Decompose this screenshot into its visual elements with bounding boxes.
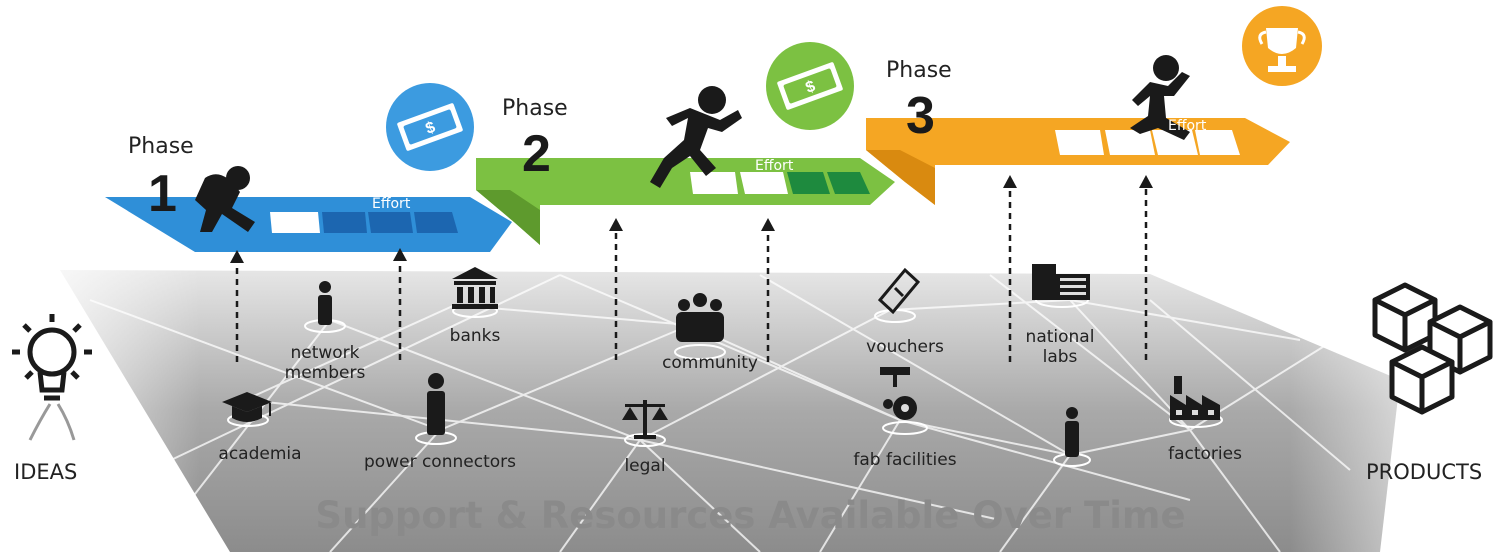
phase-1-label: Phase [128, 134, 194, 159]
banks-label: banks [449, 326, 501, 346]
factories-label: factories [1168, 444, 1242, 464]
phase-2-label: Phase [502, 96, 568, 121]
ideas-label: IDEAS [14, 460, 78, 484]
crouching-runner-icon [195, 166, 255, 232]
national-labs-label: national labs [1025, 327, 1095, 367]
scales-icon [622, 400, 668, 439]
person-icon [1065, 407, 1079, 457]
voucher-ticket-icon [877, 267, 921, 315]
sprinting-runner-icon [650, 86, 742, 188]
support-arrows [235, 187, 1148, 362]
phase-2-platform [476, 158, 895, 245]
vouchers-label: vouchers [866, 337, 944, 357]
lightbulb-icon [12, 314, 92, 441]
person-icon [318, 281, 332, 325]
phase-1-number: 1 [148, 165, 177, 223]
footer-caption: Support & Resources Available Over Time [315, 494, 1186, 537]
resource-ground-plane [0, 260, 1501, 552]
money-icon: $ [766, 42, 854, 130]
phase-2-effort-label: Effort [755, 158, 794, 174]
phase-3-effort-label: Effort [1168, 118, 1207, 134]
crowd-icon [676, 293, 724, 342]
factory-icon [1170, 376, 1220, 420]
cubes-icon [1372, 282, 1493, 415]
running-runner-icon [1130, 55, 1190, 140]
legal-label: legal [624, 456, 666, 476]
phase-2-number: 2 [522, 125, 551, 183]
drill-gear-icon [880, 367, 917, 420]
money-icon: $ [386, 83, 474, 171]
support-arrowheads [230, 175, 1153, 263]
academia-label: academia [218, 444, 302, 464]
power-connectors-label: power connectors [364, 452, 516, 472]
fab-facilities-label: fab facilities [853, 450, 957, 470]
phase-1-effort-label: Effort [372, 196, 411, 212]
products-label: PRODUCTS [1366, 460, 1483, 484]
person-icon [427, 373, 445, 435]
phase-3-number: 3 [906, 87, 935, 145]
community-label: community [662, 353, 758, 373]
bank-icon [452, 267, 498, 309]
phase-3-label: Phase [886, 58, 952, 83]
graduation-cap-icon [222, 392, 272, 422]
network-members-label: network members [284, 343, 366, 383]
trophy-icon [1242, 6, 1322, 86]
building-icon [1032, 264, 1090, 300]
